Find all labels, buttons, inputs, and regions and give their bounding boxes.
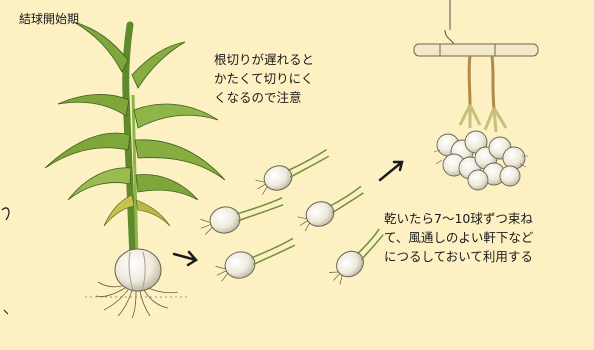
drying-note-line: て、風通しのよい軒下など xyxy=(384,228,533,247)
harvest-note-line: くなるので注意 xyxy=(214,88,314,107)
harvest-note-line: かたくて切りにく xyxy=(214,69,314,88)
arrow-right-icon xyxy=(380,162,402,180)
hanging-garlic-bundle-icon xyxy=(414,0,538,190)
garlic-plant-icon xyxy=(45,22,225,318)
harvest-note-line: 根切りが遅れると xyxy=(214,50,314,69)
drying-note-line: につるしておいて利用する xyxy=(384,247,533,266)
stage-label: 結球開始期 xyxy=(19,10,79,27)
harvest-note: 根切りが遅れると かたくて切りにく くなるので注意 xyxy=(214,50,314,107)
arrow-right-icon xyxy=(174,252,196,265)
drying-note-line: 乾いたら7〜10球ずつ束ね xyxy=(384,209,533,228)
drying-note: 乾いたら7〜10球ずつ束ね て、風通しのよい軒下など につるしておいて利用する xyxy=(384,209,533,266)
harvested-garlic-icon xyxy=(198,150,393,287)
